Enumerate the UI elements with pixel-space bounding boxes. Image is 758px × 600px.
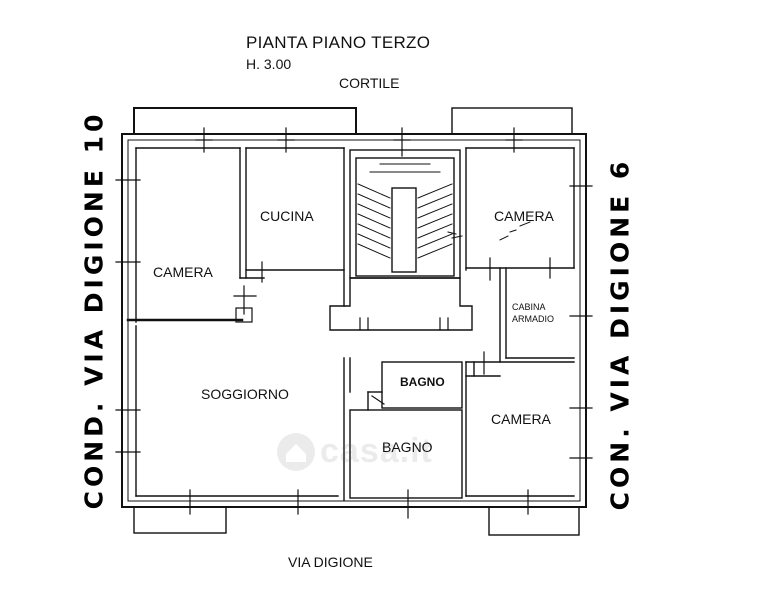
north-balconies xyxy=(133,107,573,135)
room-label-cabina-line1: CABINA xyxy=(512,302,546,312)
room-label-camera-ne: CAMERA xyxy=(494,208,554,224)
plan-title: PIANTA PIANO TERZO xyxy=(246,33,431,52)
openings xyxy=(115,127,593,519)
east-neighbour-label: CON. VIA DIGIONE 6 xyxy=(605,157,635,511)
room-label-bagno-lower: BAGNO xyxy=(382,439,433,455)
room-label-cabina-line2: ARMADIO xyxy=(512,314,555,324)
room-label-cucina: CUCINA xyxy=(260,208,314,224)
room-label-camera-se: CAMERA xyxy=(491,411,551,427)
south-balconies xyxy=(133,506,580,536)
room-label-bagno-upper: BAGNO xyxy=(400,375,445,389)
stair-treads xyxy=(357,163,453,259)
interior-walls xyxy=(126,147,575,501)
ceiling-height: H. 3.00 xyxy=(246,56,292,72)
room-label-soggiorno: SOGGIORNO xyxy=(201,386,289,402)
west-neighbour-label: COND. VIA DIGIONE 10 xyxy=(79,110,109,510)
south-label: VIA DIGIONE xyxy=(288,554,373,570)
stair-sketch-marks xyxy=(447,221,531,241)
room-label-camera-nw: CAMERA xyxy=(153,264,213,280)
north-label: CORTILE xyxy=(339,75,400,91)
